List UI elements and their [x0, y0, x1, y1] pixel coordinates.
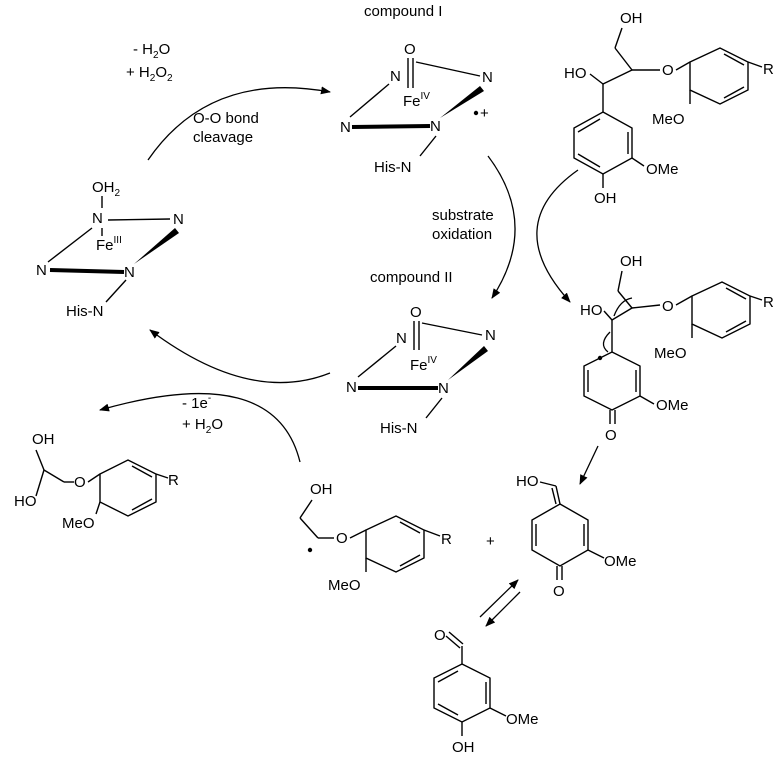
- svg-text:MeO: MeO: [328, 577, 361, 594]
- compound-ii: compound II O N N FeIV N N His-N: [346, 269, 496, 437]
- his-n-label: His-N: [380, 420, 418, 437]
- svg-text:O: O: [336, 530, 348, 547]
- plus-sign: +: [486, 533, 495, 550]
- n-top-right: N: [173, 211, 184, 228]
- svg-text:O: O: [605, 427, 617, 444]
- fe4-label: FeIV: [410, 355, 437, 374]
- compound-i-label: compound I: [364, 3, 442, 20]
- substrate-oxidation-label-2: oxidation: [432, 226, 492, 243]
- svg-text:R: R: [763, 294, 774, 311]
- n-bottom-left: N: [36, 262, 47, 279]
- svg-text:O: O: [434, 627, 446, 644]
- his-n-label: His-N: [374, 159, 412, 176]
- glycol-aldehyde-product: OH HO O R MeO: [14, 431, 179, 532]
- vanillin: O OMe OH: [433, 627, 539, 756]
- n-top-right: N: [485, 327, 496, 344]
- radical-cation: +: [480, 105, 489, 122]
- svg-text:R: R: [441, 531, 452, 548]
- his-n-label: His-N: [66, 303, 104, 320]
- compound-ii-to-fe3-arrow: [149, 329, 331, 384]
- electron-push-arrow-2: [602, 331, 611, 353]
- svg-text:OMe: OMe: [506, 711, 539, 728]
- n-bottom-left: N: [346, 379, 357, 396]
- svg-text:OH: OH: [32, 431, 55, 448]
- compound-ii-label: compound II: [370, 269, 453, 286]
- oo-cleavage-label-2: cleavage: [193, 129, 253, 146]
- svg-text:MeO: MeO: [652, 111, 685, 128]
- fe4-label: FeIV: [403, 91, 430, 110]
- n-bottom-right: N: [124, 264, 135, 281]
- electron-push-arrow: [613, 297, 633, 317]
- fe3-label: FeIII: [96, 235, 122, 254]
- svg-text:R: R: [763, 61, 774, 78]
- svg-text:O: O: [662, 298, 674, 315]
- oo-cleavage-label-1: O-O bond: [193, 110, 259, 127]
- svg-text:OMe: OMe: [604, 553, 637, 570]
- water-loss-label: - H2O: [133, 41, 170, 61]
- fragmentation-arrow: [579, 445, 599, 485]
- fragment-oxidation-arrow: [99, 392, 301, 463]
- svg-text:R: R: [168, 472, 179, 489]
- svg-text:OH: OH: [594, 190, 617, 207]
- lignin-substrate: OH HO O R MeO OMe OH: [564, 10, 774, 207]
- oxo-o: O: [404, 41, 416, 58]
- compound-i: compound I O N N FeIV N N + His-N: [340, 3, 493, 176]
- svg-text:OMe: OMe: [656, 397, 689, 414]
- n-top-right: N: [482, 69, 493, 86]
- svg-text:O: O: [553, 583, 565, 600]
- n-bottom-right: N: [430, 118, 441, 135]
- svg-text:O: O: [74, 474, 86, 491]
- substrate-oxidation-label-1: substrate: [432, 207, 494, 224]
- svg-text:HO: HO: [564, 65, 587, 82]
- svg-text:OMe: OMe: [646, 161, 679, 178]
- svg-text:OH: OH: [620, 253, 643, 270]
- compound-i-to-ii-arrow: [487, 155, 516, 299]
- oxidation-arrow: [147, 86, 331, 161]
- svg-text:OH: OH: [452, 739, 475, 756]
- svg-text:HO: HO: [516, 473, 539, 490]
- quinone-methide: HO OMe O: [516, 473, 637, 600]
- n-top-left: N: [390, 68, 401, 85]
- n-top-left: N: [92, 210, 103, 227]
- svg-text:HO: HO: [580, 302, 603, 319]
- svg-text:MeO: MeO: [654, 345, 687, 362]
- svg-text:HO: HO: [14, 493, 37, 510]
- n-bottom-left: N: [340, 119, 351, 136]
- svg-text:O: O: [662, 62, 674, 79]
- svg-text:MeO: MeO: [62, 515, 95, 532]
- substrate-oxidation-arrow: [536, 169, 579, 303]
- cycle-arrows: - H2O + H2O2 O-O bond cleavage substrate…: [99, 41, 599, 627]
- svg-text:OH: OH: [310, 481, 333, 498]
- substrate-radical: OH HO O R MeO OMe O: [580, 253, 774, 444]
- n-bottom-right: N: [438, 380, 449, 397]
- svg-text:OH: OH: [620, 10, 643, 27]
- equilibrium-forward-arrow: [479, 579, 519, 618]
- radical-fragment: OH O R MeO: [299, 481, 452, 594]
- peroxide-gain-label: + H2O2: [126, 64, 173, 84]
- equilibrium-reverse-arrow: [485, 591, 521, 627]
- n-top-left: N: [396, 330, 407, 347]
- oh2-label: OH2: [92, 179, 121, 199]
- resting-enzyme-fe3: OH2 N N FeIII N N His-N: [36, 179, 184, 320]
- electron-loss-label: - 1e-: [182, 393, 211, 412]
- oxo-o: O: [410, 304, 422, 321]
- water-gain-label: + H2O: [182, 416, 223, 436]
